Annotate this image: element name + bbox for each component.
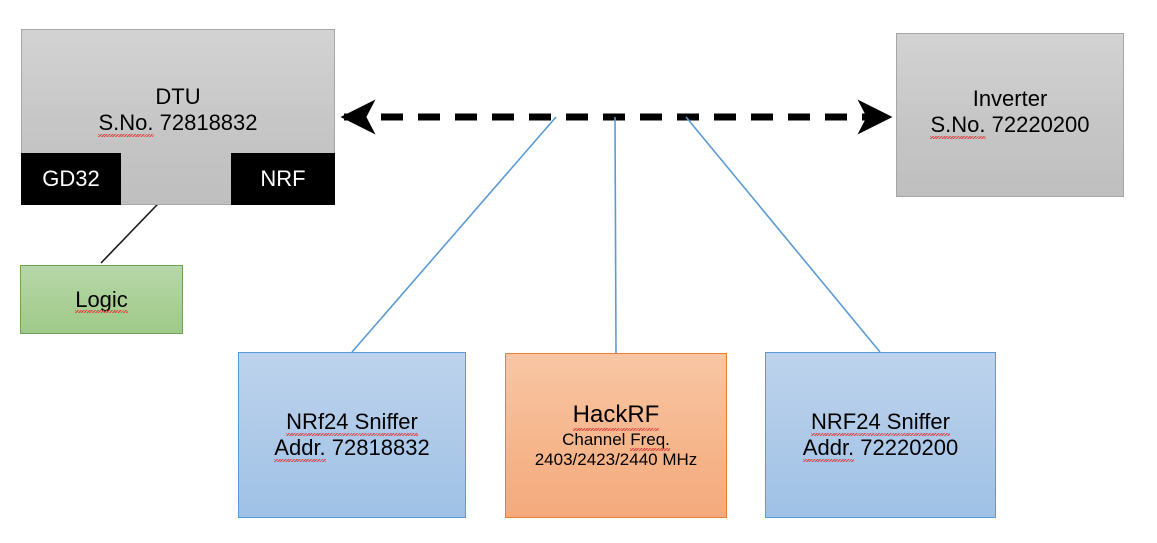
inverter-title: Inverter xyxy=(972,86,1048,111)
nrf-block[interactable]: NRF xyxy=(231,153,335,205)
tap-line-hackrf xyxy=(614,116,617,354)
sniffer-right-addr-prefix: Addr. xyxy=(802,435,855,462)
hackrf-node[interactable]: HackRF Channel Freq. 2403/2423/2440 MHz xyxy=(505,353,727,518)
hackrf-sub1-prefix: Channel xyxy=(562,429,626,449)
logic-label: Logic xyxy=(75,286,128,314)
sniffer-left-title: NRf24 Sniffer xyxy=(286,409,418,436)
hackrf-sub1-word: Freq. xyxy=(630,429,670,451)
logic-analyzer-node[interactable]: Logic xyxy=(20,265,183,334)
dtu-title: DTU xyxy=(155,84,201,109)
tap-line-sniffer-right xyxy=(685,116,881,353)
tap-line-sniffer-left xyxy=(351,116,557,353)
inverter-serial: S.No. 72220200 xyxy=(930,111,1090,139)
hackrf-title: HackRF xyxy=(572,401,660,431)
inverter-node[interactable]: Inverter S.No. 72220200 xyxy=(896,33,1124,197)
inverter-serial-prefix: S.No. xyxy=(930,111,986,139)
sniffer-right-address: Addr. 72220200 xyxy=(802,435,959,462)
hackrf-frequencies: 2403/2423/2440 MHz xyxy=(534,449,698,469)
inverter-serial-value: 72220200 xyxy=(991,111,1090,137)
sniffer-left-address: Addr. 72818832 xyxy=(274,435,430,462)
nrf-label: NRF xyxy=(260,166,306,191)
nrf24-sniffer-left-node[interactable]: NRf24 Sniffer Addr. 72818832 xyxy=(238,352,466,518)
gd32-block[interactable]: GD32 xyxy=(21,153,121,205)
sniffer-left-addr-prefix: Addr. xyxy=(274,435,327,462)
nrf24-sniffer-right-node[interactable]: NRF24 Sniffer Addr. 72220200 xyxy=(765,352,996,518)
dtu-serial-value: 72818832 xyxy=(159,109,258,135)
sniffer-right-addr-value: 72220200 xyxy=(860,435,959,460)
sniffer-left-addr-value: 72818832 xyxy=(331,435,430,460)
sniffer-right-title: NRF24 Sniffer xyxy=(811,409,950,436)
hackrf-channel-label: Channel Freq. xyxy=(562,429,670,451)
dtu-serial: S.No. 72818832 xyxy=(98,109,258,137)
dtu-serial-prefix: S.No. xyxy=(98,109,154,137)
gd32-label: GD32 xyxy=(42,166,100,191)
